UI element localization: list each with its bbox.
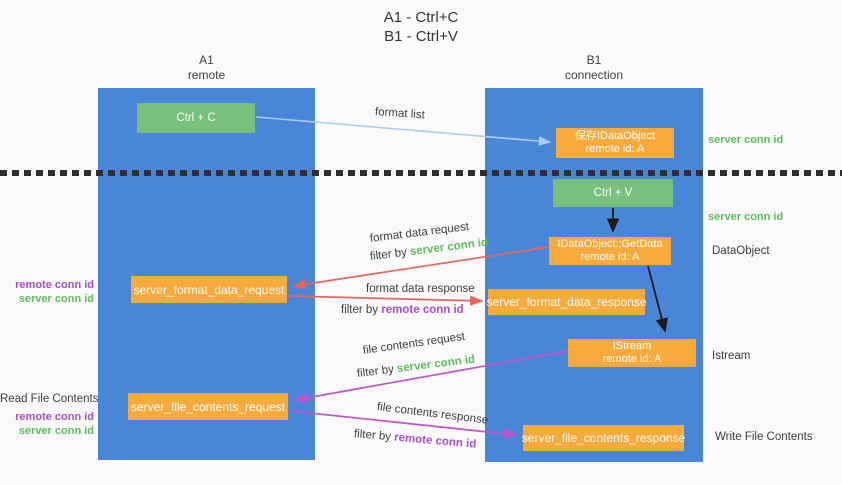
arrow-format-data-response	[288, 295, 484, 306]
right-label-istream: Istream	[712, 350, 751, 362]
left-column-name: A1	[199, 53, 214, 67]
left-label-server-conn-id-1: server conn id	[18, 293, 94, 305]
node-istream-line2: remote id: A	[602, 353, 662, 365]
left-label-read-file-contents: Read File Contents	[0, 393, 99, 405]
right-column-header: B1 connection	[485, 53, 703, 83]
node-server-file-contents-request-label: server_file_contents_request	[130, 399, 286, 414]
right-label-dataobject: DataObject	[712, 245, 770, 257]
right-label-server-conn-id-2: server conn id	[708, 211, 784, 223]
title-line-2: B1 - Ctrl+V	[384, 28, 458, 45]
left-column-subtitle: remote	[187, 68, 226, 82]
node-getdata-line1: IDataObject::GetData	[557, 238, 663, 250]
right-label-server-conn-id-1: server conn id	[708, 134, 784, 146]
title-line-1: A1 - Ctrl+C	[383, 9, 459, 26]
filter-by-text: filter by	[353, 428, 392, 444]
server-conn-id-text: server conn id	[409, 236, 489, 259]
node-ctrl-c: Ctrl + C	[137, 103, 255, 133]
edge-label-filter-by-server-conn-id-2: filter by server conn id	[356, 354, 475, 380]
edge-label-filter-by-remote-conn-id-2: filter by remote conn id	[353, 428, 476, 451]
server-conn-id-text: server conn id	[396, 353, 476, 376]
filter-by-text: filter by	[356, 363, 395, 380]
node-server-file-contents-response-label: server_file_contents_response	[521, 431, 686, 445]
edge-label-file-contents-response: file contents response	[376, 401, 489, 427]
node-istream-line1: IStream	[612, 340, 652, 352]
remote-conn-id-text: remote conn id	[381, 304, 464, 316]
node-save-dataobject-line1: 保存IDataObject	[574, 130, 656, 142]
left-label-remote-conn-id-2: remote conn id	[15, 411, 94, 423]
node-server-format-data-response: server_format_data_response	[486, 289, 647, 315]
remote-conn-id-text: remote conn id	[393, 431, 477, 451]
left-label-remote-conn-id-1: remote conn id	[15, 279, 94, 291]
edge-label-format-list: format list	[374, 106, 426, 122]
node-getdata-line2: remote id: A	[580, 251, 640, 263]
node-istream: IStream remote id: A	[568, 339, 696, 367]
edge-label-filter-by-remote-conn-id-1: filter by remote conn id	[341, 304, 464, 316]
right-label-write-file-contents: Write File Contents	[715, 431, 813, 443]
node-ctrl-v-label: Ctrl + V	[593, 187, 633, 199]
node-server-format-data-request-label: server_format_data_request	[133, 282, 285, 297]
node-server-file-contents-request: server_file_contents_request	[128, 393, 288, 420]
node-ctrl-c-label: Ctrl + C	[176, 112, 216, 124]
node-server-format-data-request: server_format_data_request	[131, 276, 287, 303]
filter-by-text: filter by	[341, 304, 379, 316]
node-save-dataobject: 保存IDataObject remote id: A	[556, 128, 674, 158]
node-getdata: IDataObject::GetData remote id: A	[549, 237, 671, 265]
left-label-server-conn-id-2: server conn id	[18, 425, 94, 437]
node-server-format-data-response-label: server_format_data_response	[486, 295, 647, 309]
edge-label-format-data-response: format data response	[366, 283, 475, 295]
phase-divider-dotted-line	[0, 170, 842, 176]
filter-by-text: filter by	[369, 246, 408, 263]
node-ctrl-v: Ctrl + V	[553, 179, 673, 207]
right-column-name: B1	[586, 53, 602, 67]
diagram-title: A1 - Ctrl+C B1 - Ctrl+V	[0, 8, 842, 46]
left-column-header: A1 remote	[98, 53, 315, 83]
right-column-subtitle: connection	[564, 68, 624, 82]
node-server-file-contents-response: server_file_contents_response	[521, 425, 686, 451]
edge-label-file-contents-request: file contents request	[362, 330, 466, 357]
node-save-dataobject-line2: remote id: A	[585, 143, 645, 155]
